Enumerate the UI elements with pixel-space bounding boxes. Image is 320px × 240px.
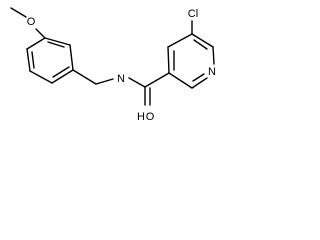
carbonyl-ring-bond: [144, 72, 170, 88]
chlorine-label: Cl: [188, 8, 198, 20]
methylene-nitrogen-bond: [95, 78, 114, 85]
methoxy-group: [10, 7, 46, 39]
chemical-structure: O N H O N Cl: [0, 0, 244, 137]
methoxy-oxygen-label: O: [27, 16, 36, 28]
amide-hydrogen-label: H: [137, 111, 145, 123]
amide-oxygen-label: O: [146, 111, 155, 123]
oxygen-ring-bond: [35, 28, 46, 39]
methyl-oxygen-bond: [10, 7, 27, 18]
ring-nitrogen-label: N: [208, 66, 216, 78]
chloropyridine-ring: [167, 20, 215, 89]
background: [0, 0, 244, 137]
methoxyphenyl-ring: [26, 37, 74, 84]
amide-nitrogen-label: N: [117, 73, 125, 85]
benzyl-amide-chain: [72, 69, 170, 106]
ring-methylene-bond: [72, 69, 97, 85]
nitrogen-carbonyl-bond: [128, 77, 146, 88]
